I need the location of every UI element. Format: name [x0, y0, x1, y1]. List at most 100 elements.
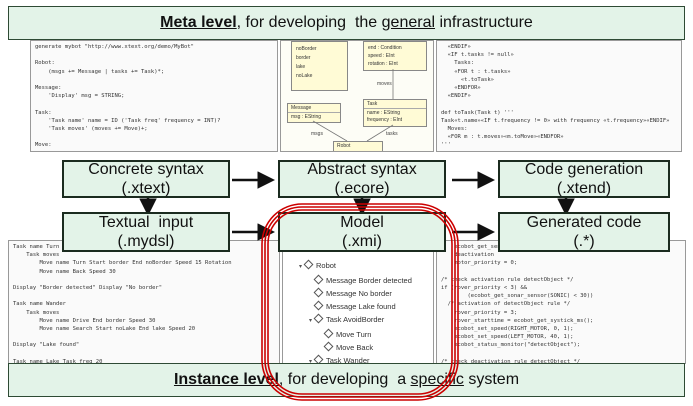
xtext-code-line: 'Task moves' (moves += Move)+; — [35, 126, 148, 133]
concrete-syntax-ext: (.xtext) — [121, 180, 171, 197]
node-icon — [323, 341, 334, 352]
code-generation-box: Code generation (.xtend) — [498, 160, 670, 198]
xtend-code-line: Task«t.name»«IF t.frequency != 0» with f… — [441, 117, 670, 124]
xtend-code-line — [441, 100, 677, 108]
mydsl-code: Task name Turn Task freq 20 Task moves M… — [9, 241, 279, 363]
xtend-code-line: «IF t.tasks != null» — [441, 52, 514, 59]
instance-level-text: , for developing a — [278, 371, 411, 388]
move-attribute: speed : EInt — [368, 53, 395, 59]
c-code-line: /* check activation rule detectObject */ — [441, 276, 574, 283]
xtend-code-line: «t.toTask» — [441, 76, 494, 83]
xtext-code-line: Robot: — [35, 60, 55, 67]
uml-label-msgs: msgs — [311, 131, 323, 137]
message-class-box: Message msg : EString — [287, 103, 341, 123]
c-code-line: (ecobot_get_sonar_sensor(SONIC) < 30)) — [441, 293, 594, 300]
mydsl-code-line: Move name Search Start noLake End lake S… — [13, 326, 196, 333]
c-code-line: ecobot_get_sensor... — [441, 244, 521, 250]
meta-level-text: , for developing the — [236, 14, 382, 31]
xtext-code-line: 'Display' msg = STRING; — [35, 93, 125, 100]
tree-node[interactable]: Message No border — [299, 287, 412, 300]
condition-literal: noBorder — [296, 46, 317, 52]
mydsl-code-panel: Task name Turn Task freq 20 Task moves M… — [8, 240, 280, 364]
model-ext: (.xmi) — [342, 233, 382, 250]
uml-connectors — [312, 69, 394, 142]
xtend-code-line: «ENDIF» — [441, 44, 471, 50]
c-code-line: /* activation of detectObject rule */ — [441, 301, 571, 308]
concrete-syntax-title: Concrete syntax — [88, 161, 204, 178]
instance-level-label: Instance level — [173, 371, 279, 388]
mydsl-code-line: Task moves — [13, 309, 60, 316]
node-icon — [303, 259, 314, 270]
meta-level-banner: Meta level, for developing the general i… — [8, 6, 685, 40]
tree-node[interactable]: ▾Task AvoidBorder — [299, 313, 412, 328]
generated-code-title: Generated code — [526, 214, 642, 231]
c-code-line: if (rover_priority < 3) && — [441, 285, 528, 292]
tree-node[interactable]: Move Back — [299, 341, 412, 354]
c-code-line — [441, 268, 681, 276]
instance-level-specific: specific — [410, 371, 464, 388]
xtend-code-line: def toMove(Move m) ''' — [441, 150, 677, 152]
xtend-code-panel: «ENDIF» «IF t.tasks != null» Tasks: «FOR… — [436, 40, 682, 152]
xtext-code-line: (msgs += Message | tasks += Task)*; — [35, 68, 165, 75]
c-code-line: ecobot_set_speed(LEFT_MOTOR, 40, 1); — [441, 334, 574, 341]
robot-class-box: Robot — [333, 141, 383, 151]
textual-input-box: Textual input (.mydsl) — [62, 212, 230, 252]
code-generation-ext: (.xtend) — [556, 180, 612, 197]
node-icon — [313, 300, 324, 311]
xtend-code-line: def toTask(Task t) ''' — [441, 109, 514, 116]
mydsl-code-line: Display "Border detected" Display "No bo… — [13, 285, 163, 292]
tree-node[interactable]: ▾Robot — [299, 259, 412, 274]
meta-level-suffix: infrastructure — [435, 14, 533, 31]
uml-label-tasks: tasks — [386, 131, 398, 137]
move-attribute: end : Condition — [368, 45, 402, 51]
tree-node[interactable]: Message Lake found — [299, 300, 412, 313]
xtend-code-line: «FOR m : t.moves»«m.toMove»«ENDFOR» — [441, 134, 564, 141]
code-generation-title: Code generation — [524, 161, 644, 178]
concrete-syntax-box: Concrete syntax (.xtext) — [62, 160, 230, 198]
tree-node[interactable]: Message Border detected — [299, 274, 412, 287]
xtext-code-line — [35, 133, 273, 141]
c-code-line: deactivation — [441, 252, 494, 259]
mydsl-code-line — [13, 350, 275, 358]
meta-level-general: general — [381, 14, 436, 31]
mydsl-code-line: Task moves — [13, 252, 60, 259]
c-code-line: motor_priority = 0; — [441, 260, 518, 267]
node-icon — [313, 287, 324, 298]
tree-node[interactable]: Move Turn — [299, 328, 412, 341]
generated-code-ext: (.*) — [573, 233, 595, 250]
mydsl-code-line: Display "Lake found" — [13, 342, 80, 349]
tree-node-label: Task AvoidBorder — [326, 315, 385, 324]
mydsl-code-line — [13, 276, 275, 284]
abstract-syntax-ext: (.ecore) — [334, 180, 390, 197]
xtext-code-line — [35, 100, 273, 108]
xtext-code-line — [35, 76, 273, 84]
task-attribute: frequency : EInt — [367, 117, 403, 123]
instance-level-banner: Instance level, for developing a specifi… — [8, 363, 685, 397]
model-title: Model — [340, 214, 384, 231]
xtext-code-line: 'Move name' name = ID — [35, 150, 273, 152]
textual-input-ext: (.mydsl) — [117, 233, 175, 250]
xtend-code-line: «ENDIF» — [441, 93, 471, 100]
xtext-code: generate mybot "http://www.xtext.org/dem… — [31, 41, 277, 152]
xtext-code-line — [35, 51, 273, 59]
mydsl-code-line — [13, 333, 275, 341]
instance-level-suffix: system — [463, 371, 520, 388]
xtext-code-line: Message: — [35, 85, 62, 92]
abstract-syntax-box: Abstract syntax (.ecore) — [278, 160, 446, 198]
generated-c-code: ecobot_get_sensor... deactivation motor_… — [437, 241, 685, 363]
tree-node-label: Move Back — [336, 343, 374, 352]
xtext-code-panel: generate mybot "http://www.xtext.org/dem… — [30, 40, 278, 152]
xtext-code-line: Task: — [35, 109, 52, 116]
xtend-code-line: «FOR t : t.tasks» — [441, 68, 511, 75]
condition-literal: lake — [296, 64, 306, 70]
model-box: Model (.xmi) — [278, 212, 446, 252]
xtend-code-line: «ENDFOR» — [441, 85, 481, 92]
node-icon — [323, 328, 334, 339]
message-class-attr: msg : EString — [291, 114, 322, 120]
tree-node-label: Robot — [316, 261, 337, 270]
mydsl-code-line — [13, 292, 275, 300]
